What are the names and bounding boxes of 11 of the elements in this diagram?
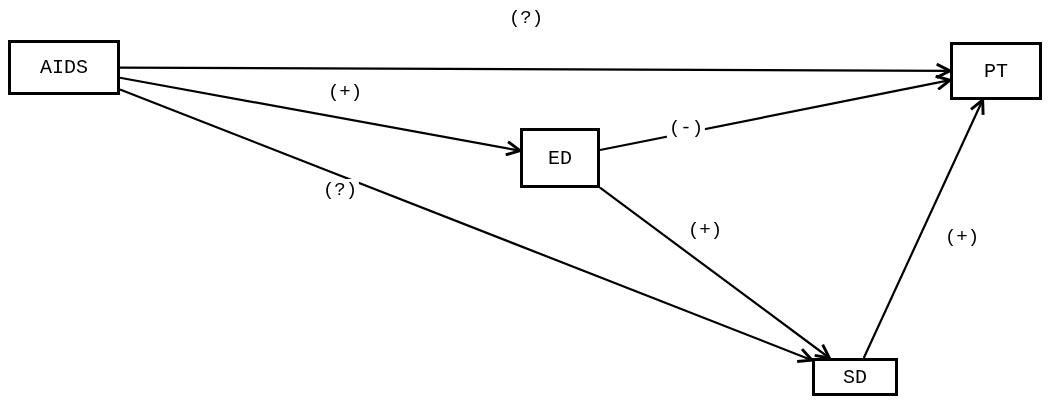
arrow (862, 98, 985, 359)
arrow (119, 76, 522, 157)
process-box: ED (520, 128, 600, 188)
arrow (120, 62, 952, 79)
arrow (119, 88, 814, 363)
arrow (599, 186, 831, 360)
process-box: SD (812, 358, 898, 396)
process-box: AIDS (8, 40, 120, 95)
process-box: PT (950, 42, 1042, 100)
arrow (599, 74, 952, 152)
edge-label: (-) (666, 117, 706, 139)
